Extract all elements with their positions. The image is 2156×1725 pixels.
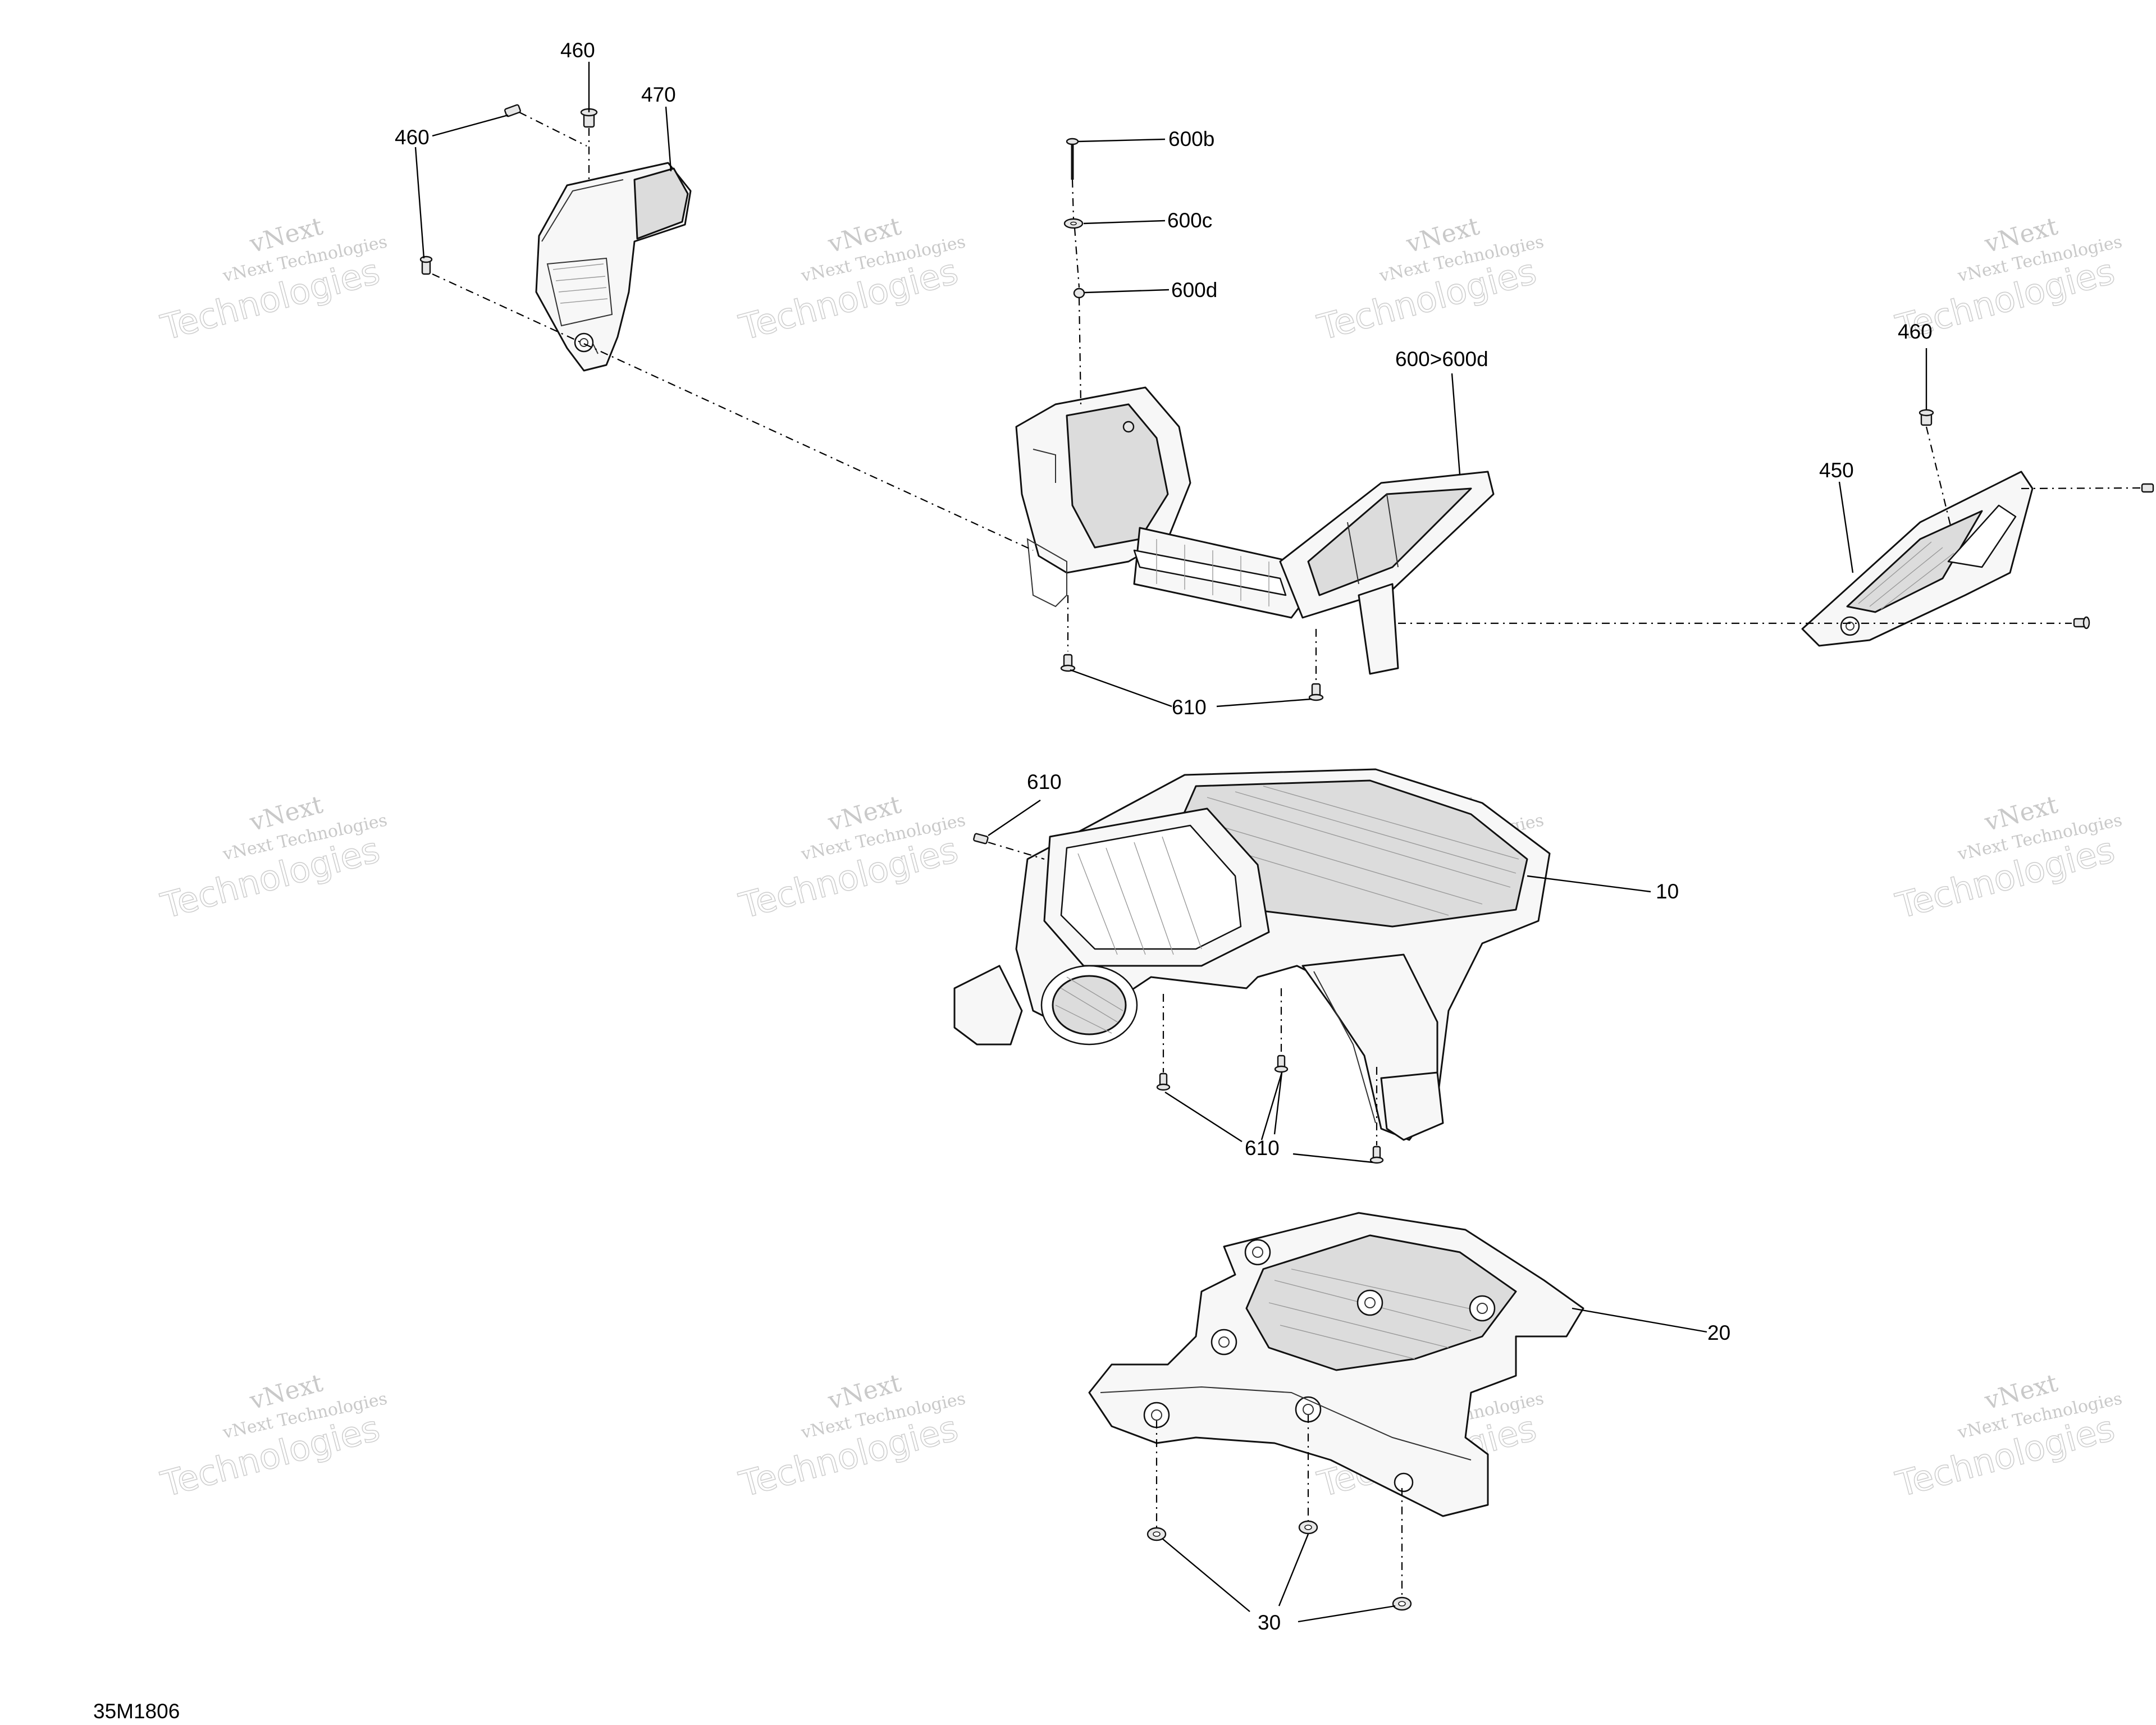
callout-610-side: 610: [1027, 770, 1062, 793]
bracket-assembly-600: [1015, 386, 1495, 675]
callout-10: 10: [1656, 880, 1679, 903]
drawing-code: 35M1806: [93, 1700, 180, 1723]
callout-30: 30: [1258, 1611, 1281, 1634]
nut-600d-icon: [1073, 288, 1085, 299]
screw-460-right-side-icon: [2141, 483, 2154, 493]
side-panel-450: [1801, 471, 2034, 647]
skid-plate-20: [1088, 1212, 1584, 1517]
callout-20: 20: [1707, 1321, 1730, 1344]
nut-30-a-icon: [1146, 1527, 1167, 1541]
bolt-600b-icon: [1066, 138, 1079, 180]
callout-460-left: 460: [395, 126, 430, 149]
screw-610-side-icon: [973, 833, 989, 845]
leader-lines: [414, 62, 1927, 1623]
screw-460-left-lower-icon: [419, 255, 433, 275]
callout-labels: 460 470 460 600b 600c 600d 600>600d 460 …: [93, 39, 1933, 1723]
screw-610-upper-right-icon: [1308, 683, 1324, 701]
screw-460-left-upper-icon: [504, 104, 521, 117]
callout-610-upper: 610: [1172, 696, 1207, 719]
callout-600-range: 600>600d: [1395, 348, 1488, 371]
callout-600d: 600d: [1171, 279, 1217, 302]
washer-600c-icon: [1063, 218, 1084, 229]
side-panel-470: [535, 162, 692, 372]
screw-460-right-lower-icon: [2073, 616, 2090, 629]
screw-460-right-top-icon: [1919, 409, 1934, 426]
nut-30-c-icon: [1392, 1596, 1412, 1611]
main-housing-10: [953, 768, 1551, 1141]
nut-30-b-icon: [1298, 1520, 1318, 1535]
callout-600c: 600c: [1167, 209, 1212, 232]
callout-450: 450: [1819, 459, 1854, 482]
callout-460-top: 460: [560, 39, 595, 62]
screw-610-lower-a-icon: [1156, 1073, 1171, 1091]
callout-460-right: 460: [1898, 320, 1933, 343]
callout-470: 470: [641, 83, 676, 106]
callout-600b: 600b: [1168, 127, 1214, 150]
screw-610-upper-left-icon: [1060, 654, 1076, 672]
callout-610-lower: 610: [1245, 1137, 1280, 1160]
assembly-centerlines: [432, 112, 2141, 1598]
screw-610-lower-b-icon: [1274, 1055, 1289, 1073]
screw-610-lower-c-icon: [1369, 1146, 1384, 1164]
